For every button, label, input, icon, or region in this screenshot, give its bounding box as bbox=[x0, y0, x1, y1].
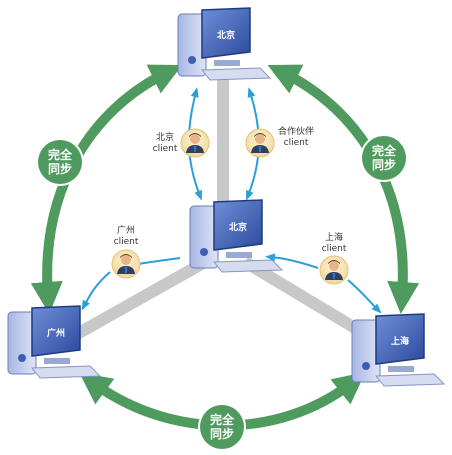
sync-line1: 完全 bbox=[47, 148, 72, 162]
screen-label: 上海 bbox=[391, 335, 409, 347]
client-avatar-shanghai bbox=[319, 255, 349, 285]
client-role: client bbox=[321, 244, 347, 254]
center-server-computer: 北京 bbox=[189, 199, 284, 273]
client-label-partner: 合作伙伴 client bbox=[274, 127, 318, 149]
client-role: client bbox=[283, 138, 309, 148]
sync-label-right: 完全 同步 bbox=[362, 136, 406, 180]
sync-line2: 同步 bbox=[371, 158, 396, 172]
client-name: 上海 bbox=[324, 233, 343, 243]
client-role: client bbox=[113, 237, 139, 247]
sync-line2: 同步 bbox=[47, 162, 72, 176]
sync-line1: 完全 bbox=[371, 144, 396, 158]
screen-label: 广州 bbox=[47, 327, 65, 339]
client-role: client bbox=[152, 144, 178, 154]
client-label-shanghai: 上海 client bbox=[316, 233, 352, 255]
guangzhou-server-computer: 广州 bbox=[7, 305, 102, 379]
client-avatar-beijing bbox=[180, 128, 210, 158]
sync-label-left: 完全 同步 bbox=[38, 140, 82, 184]
client-name: 广州 bbox=[116, 226, 135, 236]
sync-line1: 完全 bbox=[209, 413, 234, 427]
sync-line2: 同步 bbox=[209, 427, 234, 441]
client-name: 合作伙伴 bbox=[277, 127, 314, 137]
sync-label-bottom: 完全 同步 bbox=[200, 405, 244, 449]
client-label-beijing: 北京 client bbox=[148, 133, 182, 155]
client-label-guangzhou: 广州 client bbox=[108, 226, 144, 248]
client-name: 北京 bbox=[155, 133, 174, 143]
beijing-server-computer: 北京 bbox=[177, 7, 272, 81]
sync-arrow-left bbox=[30, 64, 183, 314]
client-avatar-partner bbox=[245, 128, 275, 158]
screen-label: 北京 bbox=[217, 29, 235, 41]
shanghai-server-computer: 上海 bbox=[351, 313, 446, 387]
client-avatar-guangzhou bbox=[111, 249, 141, 279]
screen-label: 北京 bbox=[229, 221, 247, 233]
